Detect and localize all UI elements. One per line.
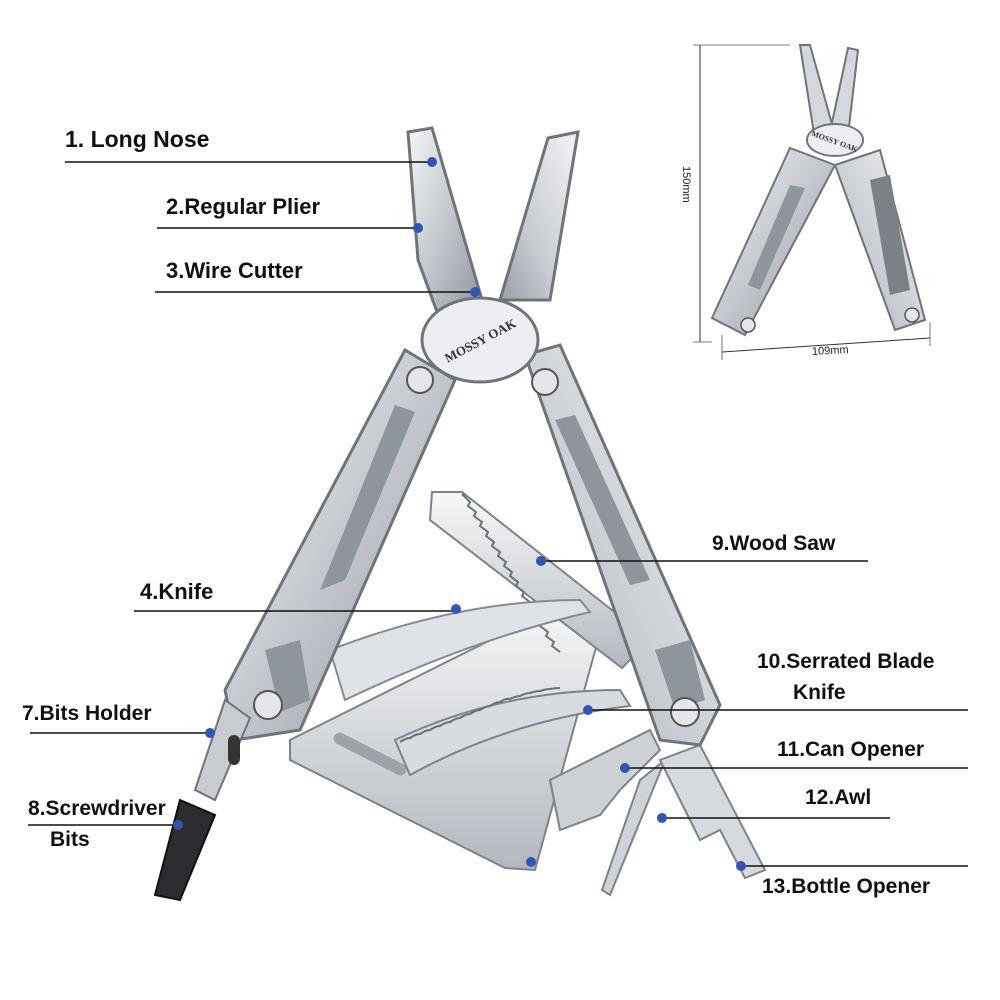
marker-can-opener <box>620 763 630 773</box>
label-awl: 12.Awl <box>805 786 872 809</box>
serrated-edge <box>399 687 561 743</box>
marker-screwdriver-bits <box>173 820 183 830</box>
left-bottom-screw <box>253 690 283 720</box>
right-jaw <box>497 130 580 302</box>
marker-long-nose <box>427 157 437 167</box>
screwdriver-bits <box>153 798 217 902</box>
marker-regular-plier <box>413 223 423 233</box>
inset-pivot <box>806 123 864 157</box>
right-handle-cutout-2 <box>655 640 705 710</box>
inset-screw-left <box>740 317 756 333</box>
inset-width-line <box>721 337 931 353</box>
label-bottle-opener: 13.Bottle Opener <box>762 875 931 898</box>
label-regular-plier: 2.Regular Plier <box>166 194 321 219</box>
inset-right-handle <box>833 148 927 332</box>
label-screwdriver-bits-line1: 8.Screwdriver <box>28 797 166 820</box>
main-tool: MOSSY OAK <box>153 126 767 902</box>
bits-holder <box>193 698 252 802</box>
inset-width-label: 109mm <box>811 344 849 358</box>
label-wire-cutter: 3.Wire Cutter <box>166 258 303 283</box>
straight-knife <box>328 598 592 702</box>
marker-knife <box>451 604 461 614</box>
inset-right-jaw <box>828 46 860 137</box>
can-opener-tool <box>548 728 662 832</box>
label-can-opener: 11.Can Opener <box>777 738 925 761</box>
callout-lines <box>28 161 968 867</box>
callout-markers <box>173 157 746 871</box>
bottle-opener-tool <box>658 743 767 880</box>
marker-knife-tip <box>526 857 536 867</box>
marker-wire-cutter <box>470 287 480 297</box>
right-handle-screw <box>531 368 559 396</box>
serrated-blade <box>393 688 632 777</box>
left-handle-cutout <box>320 405 415 590</box>
left-handle-screw <box>406 366 434 394</box>
marker-serrated-blade <box>583 705 593 715</box>
label-long-nose: 1. Long Nose <box>65 126 210 152</box>
marker-bits-holder <box>205 728 215 738</box>
inset-left-cutout <box>748 185 805 290</box>
inset-height-label: 150mm <box>680 166 692 203</box>
pivot-disc <box>420 296 540 384</box>
inset-folded-tool: MOSSY OAK <box>693 44 931 360</box>
right-bottom-screw <box>670 697 700 727</box>
marker-bottle-opener <box>736 861 746 871</box>
inset-saw <box>870 175 910 295</box>
label-serrated-blade-line2: Knife <box>793 681 846 704</box>
marker-awl <box>657 813 667 823</box>
bits-holder-slot <box>228 735 240 765</box>
marker-wood-saw <box>536 556 546 566</box>
knife-slot <box>333 732 407 776</box>
label-serrated-blade-line1: 10.Serrated Blade <box>757 650 935 673</box>
label-wood-saw: 9.Wood Saw <box>712 532 836 555</box>
label-screwdriver-bits-line2: Bits <box>50 828 90 851</box>
right-handle-cutout <box>555 415 650 585</box>
awl-tool <box>600 756 668 897</box>
label-knife: 4.Knife <box>140 579 214 604</box>
label-bits-holder: 7.Bits Holder <box>22 702 152 725</box>
inset-screw-right <box>904 307 920 323</box>
